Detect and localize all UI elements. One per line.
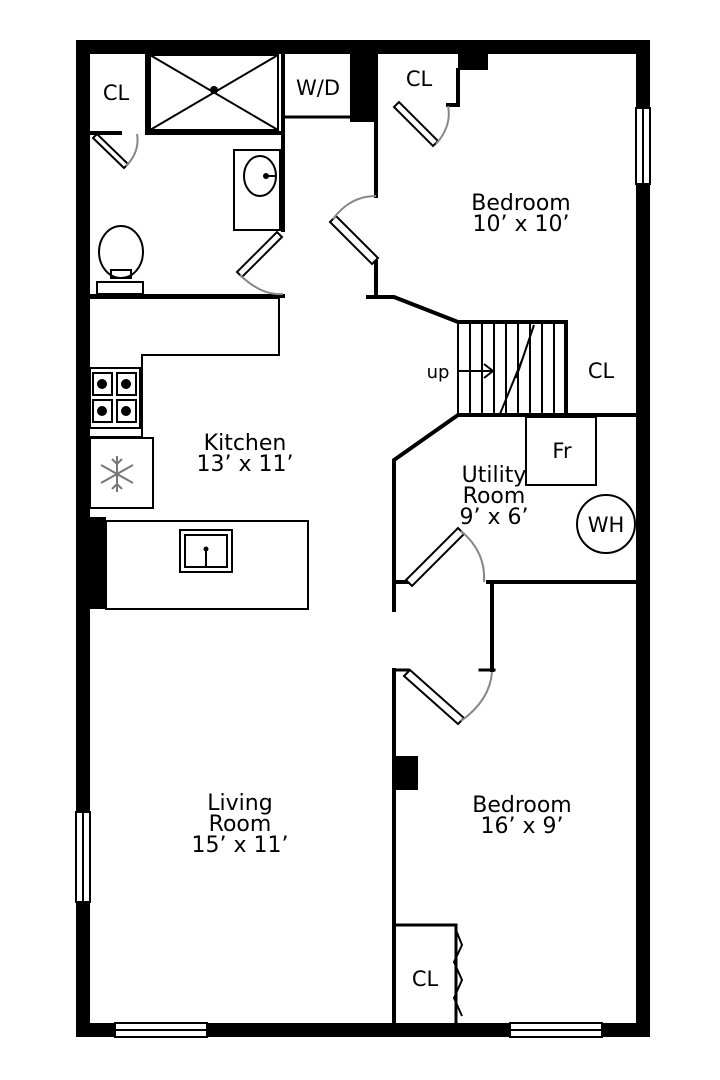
bedroom-top-size: 10’ x 10’ [473,212,570,237]
bedroom-bottom-door [402,668,493,726]
kitchen-island [90,517,309,610]
bedroom-bottom-name: Bedroom [472,793,572,818]
closet-label-top-left: CL [103,81,130,105]
toilet-icon [96,225,144,295]
living-name-line2: Room [209,812,272,837]
living-name-line1: Living [207,791,272,816]
bedroom-top-name: Bedroom [471,191,571,216]
bedroom-top-door [328,195,380,266]
stairs [457,321,567,415]
water-heater-label: WH [588,513,625,537]
bathroom-door [235,230,284,296]
utility-name-line1: Utility [462,463,527,488]
window-left [75,811,91,903]
closet-door-top-left [91,132,139,170]
window-right-top [635,107,651,185]
snowflake-icon [89,437,154,509]
closet-label-bottom: CL [412,967,439,991]
stairs-label: up [427,362,450,383]
closet-door-top-right [392,100,450,148]
exterior-wall [76,40,650,1037]
bedroom-bottom-walls [392,582,496,1025]
bedroom-bottom-size: 16’ x 9’ [481,814,564,839]
bathroom-walls [88,52,352,298]
washer-dryer-label: W/D [296,76,340,100]
water-heater [576,494,636,554]
utility-door [404,526,486,588]
bedroom-top-walls [350,52,568,324]
kitchen-size: 13’ x 11’ [197,452,294,477]
fridge-box [525,416,597,486]
kitchen-name: Kitchen [204,431,287,456]
window-bottom-right [509,1022,603,1038]
closet-bottom [392,923,464,1025]
closet-label-stairs: CL [588,359,615,383]
fridge-label: Fr [552,439,572,463]
utility-name-line2: Room [463,484,526,509]
sink-icon [233,149,281,231]
window-bottom-left [114,1022,208,1038]
living-size: 15’ x 11’ [192,833,289,858]
stove-icon [89,367,141,429]
shower-icon [149,54,279,131]
utility-size: 9’ x 6’ [460,505,529,530]
closet-label-top-right: CL [406,67,433,91]
